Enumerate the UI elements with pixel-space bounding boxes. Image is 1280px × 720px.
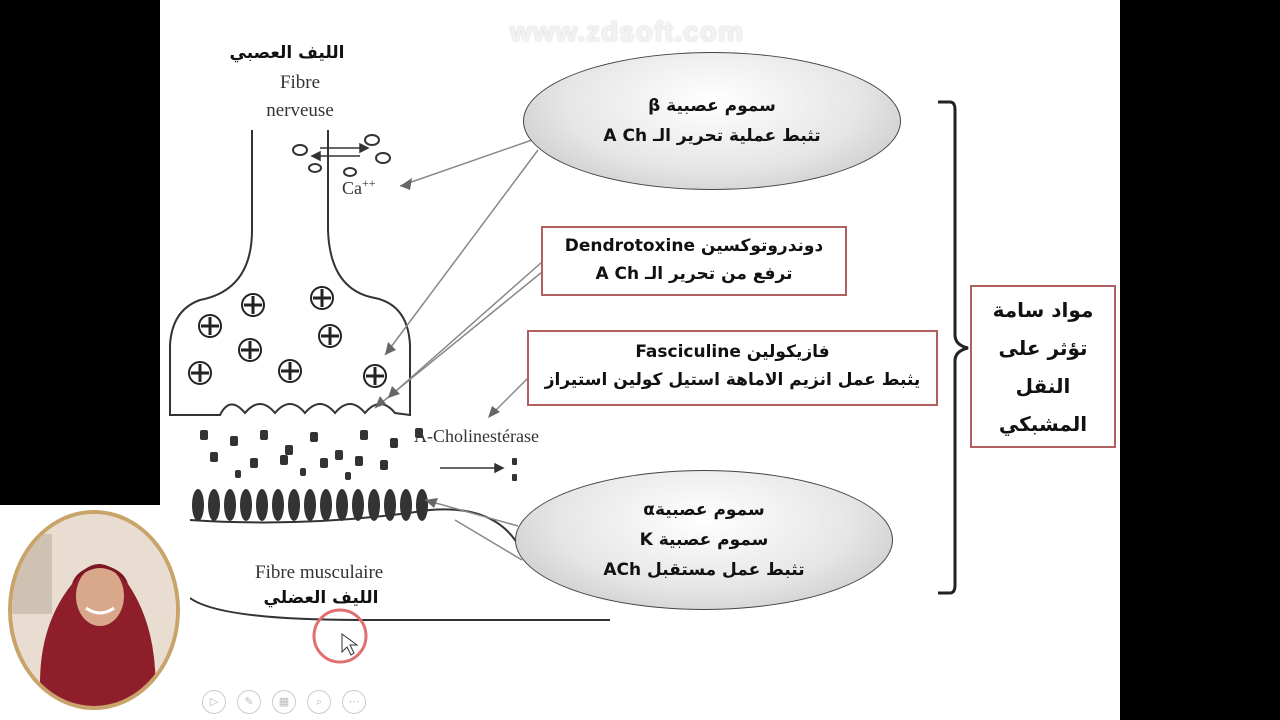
play-control[interactable]: ▷ [202,690,226,714]
summary-line-1: مواد سامة [992,298,1094,322]
dendrotoxine-line-2: ترفع من تحرير الـ A Ch [595,264,793,284]
cholinesterase-arrow [440,462,505,474]
receptors [192,489,428,521]
summary-line-3: النقل [1015,374,1071,398]
alpha-toxins-line-2: سموم عصبية K [639,530,769,550]
dendrotoxine-line-1: دوندروتوكسين Dendrotoxine [564,236,824,256]
beta-toxins-line-2: تثبط عملية تحرير الـ A Ch [603,126,821,146]
muscle-fibre-label-fr: Fibre musculaire [255,562,384,583]
slides-icon: ▦ [278,695,290,708]
pointer-arrowheads [375,178,500,508]
calcium-ions [292,134,391,177]
vesicle-crosses [191,289,384,385]
zoom-icon: ⌕ [315,695,323,708]
calcium-label: Ca++ [342,176,376,198]
zoom-control[interactable]: ⌕ [307,690,331,714]
presenter-avatar [8,510,180,710]
muscle-fibre-label-ar: الليف العضلي [263,588,379,608]
nerve-fibre-label-ar: الليف العصبي [229,43,345,63]
summary-line-2: تؤثر على [998,336,1088,360]
watermark: www.zdsoft.com [510,16,744,47]
pen-icon: ✎ [244,695,254,708]
beta-toxins-ellipse: سموم عصبية β تثبط عملية تحرير الـ A Ch [523,52,901,190]
nerve-fibre-label-fr-2: nerveuse [266,100,334,121]
acetylcholine-molecules [200,428,517,481]
summary-brace [938,100,969,595]
slide: www.zdsoft.com [160,0,1120,720]
more-control[interactable]: ⋯ [342,690,366,714]
fasciculine-box: فازيكولين Fasciculine يثبط عمل انزيم الا… [527,330,938,406]
pen-control[interactable]: ✎ [237,690,261,714]
beta-toxins-line-1: سموم عصبية β [648,96,776,116]
cursor-highlight [312,608,368,664]
muscle-fibre-line [189,597,610,621]
cursor-arrow-icon [341,633,359,656]
alpha-toxins-line-1: سموم عصبيةα [643,500,765,520]
calcium-arrows [310,142,370,162]
alpha-toxins-line-3: تثبط عمل مستقبل ACh [603,560,805,580]
more-icon: ⋯ [348,695,360,708]
left-black-bar [0,0,160,505]
dendrotoxine-box: دوندروتوكسين Dendrotoxine ترفع من تحرير … [541,226,847,296]
summary-box: مواد سامة تؤثر على النقل المشبكي [970,285,1116,448]
right-black-bar [1120,0,1280,720]
axon-terminal-outline [169,130,411,417]
fasciculine-line-1: فازيكولين Fasciculine [635,342,830,362]
alpha-toxins-ellipse: سموم عصبيةα سموم عصبية K تثبط عمل مستقبل… [515,470,893,610]
synapse-diagram [169,100,969,664]
pointer-lines [374,139,543,561]
nerve-fibre-label-fr-1: Fibre [279,72,321,93]
fasciculine-line-2: يثبط عمل انزيم الاماهة استيل كولين استير… [544,370,921,390]
cholinesterase-label: A-Cholinestérase [414,426,539,446]
presenter-figure [12,514,176,706]
slides-control[interactable]: ▦ [272,690,296,714]
summary-line-4: المشبكي [998,412,1088,436]
play-icon: ▷ [209,695,219,708]
